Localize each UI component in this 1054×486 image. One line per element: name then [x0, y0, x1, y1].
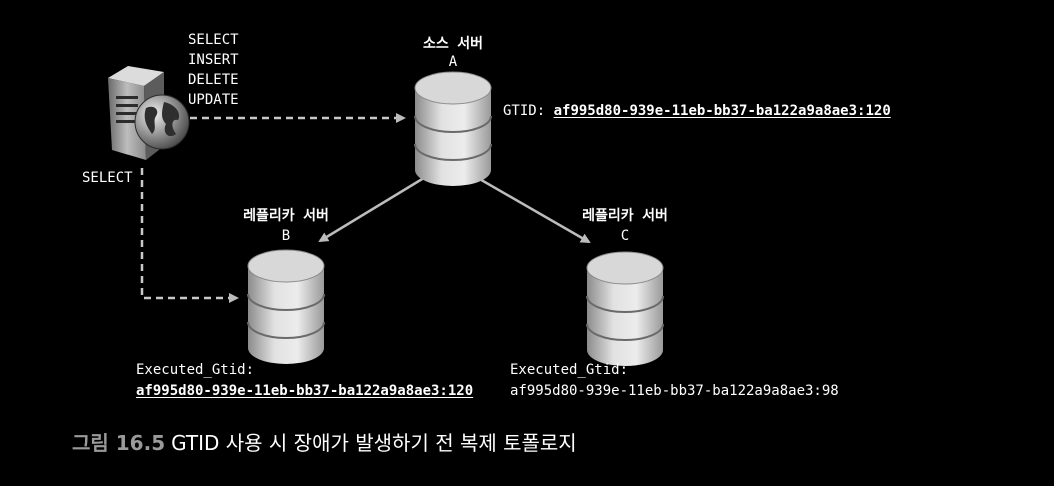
source-database-icon [414, 71, 492, 186]
figure-caption-label: 그림 16.5 [72, 431, 166, 455]
query-insert: INSERT [188, 52, 239, 68]
replica-c-executed-gtid-value: af995d80-939e-11eb-bb37-ba122a9a8ae3:98 [510, 383, 839, 399]
source-gtid-value: af995d80-939e-11eb-bb37-ba122a9a8ae3:120 [553, 103, 891, 119]
source-gtid-label: GTID: [503, 103, 546, 119]
replica-c-executed-gtid-label: Executed_Gtid: [510, 362, 629, 378]
source-server-title: 소스 서버 [423, 36, 483, 52]
replica-b-database-icon [247, 249, 325, 364]
client-to-replica-b-arrow [140, 168, 239, 303]
replica-c-id: C [620, 228, 630, 244]
query-update: UPDATE [188, 92, 239, 108]
figure-caption-text: GTID 사용 시 장애가 발생하기 전 복제 토폴로지 [171, 431, 577, 455]
replica-c-database-icon [586, 251, 664, 366]
client-write-query-list: SELECT INSERT DELETE UPDATE [188, 30, 239, 110]
source-to-replica-c-arrow [463, 168, 591, 244]
replica-b-title: 레플리카 서버 [243, 208, 329, 224]
client-server-globe-icon [108, 66, 190, 160]
source-to-replica-b-arrow [318, 168, 438, 243]
replica-b-executed-gtid-label: Executed_Gtid: [136, 362, 255, 378]
client-read-query: SELECT [82, 170, 133, 186]
query-select: SELECT [188, 32, 239, 48]
source-gtid: GTID: af995d80-939e-11eb-bb37-ba122a9a8a… [503, 101, 891, 121]
source-server-id: A [448, 54, 458, 70]
replica-b-id: B [281, 228, 291, 244]
query-delete: DELETE [188, 72, 239, 88]
replica-b-executed-gtid-value: af995d80-939e-11eb-bb37-ba122a9a8ae3:120 [136, 383, 474, 399]
replica-c-title: 레플리카 서버 [582, 208, 668, 224]
